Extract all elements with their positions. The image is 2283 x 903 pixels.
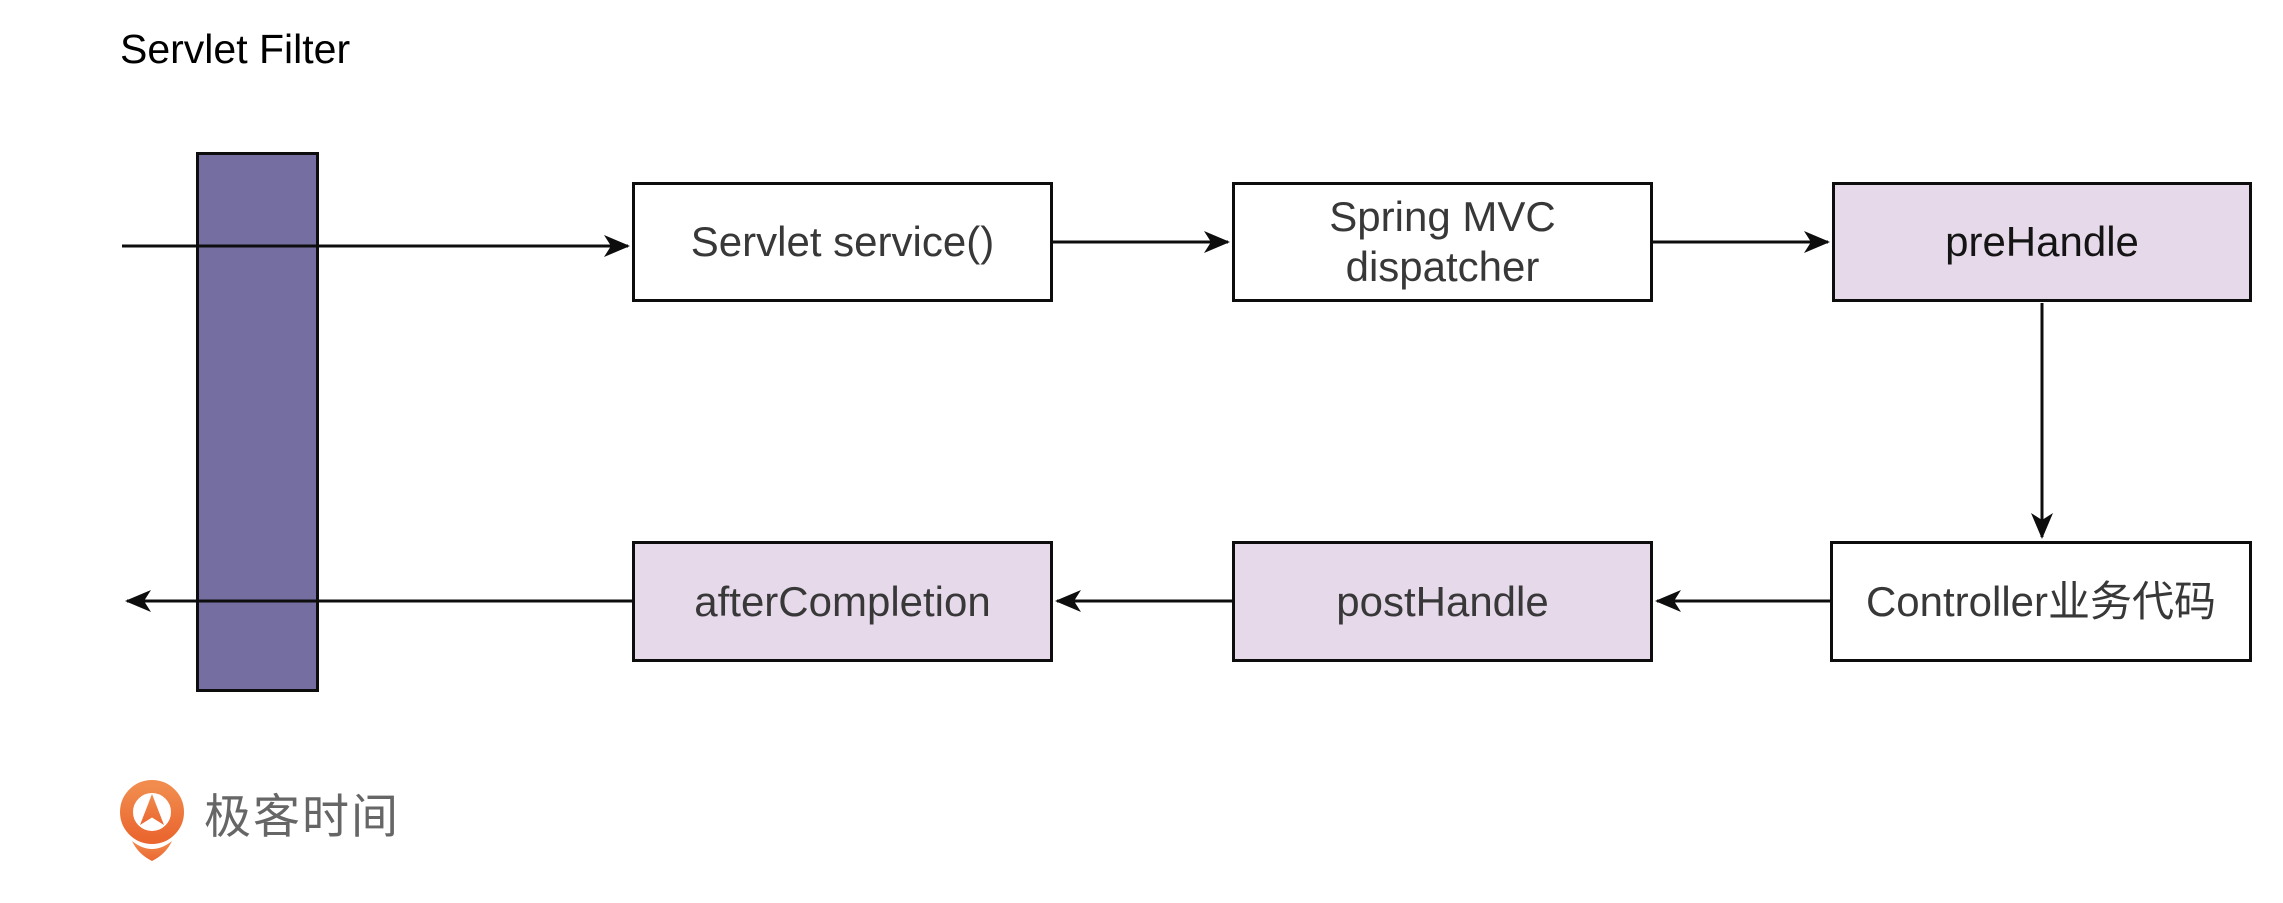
node-prehandle-label: preHandle [1945, 218, 2139, 266]
servlet-filter-bar [196, 152, 319, 692]
node-posthandle-label: postHandle [1336, 577, 1549, 625]
node-aftercompletion-label: afterCompletion [694, 577, 991, 625]
node-posthandle: postHandle [1232, 541, 1653, 662]
geektime-logo-icon [120, 780, 184, 861]
node-controller-business-code: Controller业务代码 [1830, 541, 2252, 662]
node-prehandle: preHandle [1832, 182, 2252, 302]
node-spring-mvc-dispatcher: Spring MVC dispatcher [1232, 182, 1653, 302]
geektime-logo-text: 极客时间 [204, 789, 400, 843]
node-servlet-service-label: Servlet service() [690, 218, 995, 266]
diagram-title: Servlet Filter [120, 26, 351, 72]
node-aftercompletion: afterCompletion [632, 541, 1053, 662]
node-controller-business-code-label: Controller业务代码 [1865, 577, 2217, 625]
geektime-brand: 极客时间 [120, 780, 400, 862]
node-spring-mvc-dispatcher-label: Spring MVC dispatcher [1329, 193, 1556, 290]
node-servlet-service: Servlet service() [632, 182, 1053, 302]
